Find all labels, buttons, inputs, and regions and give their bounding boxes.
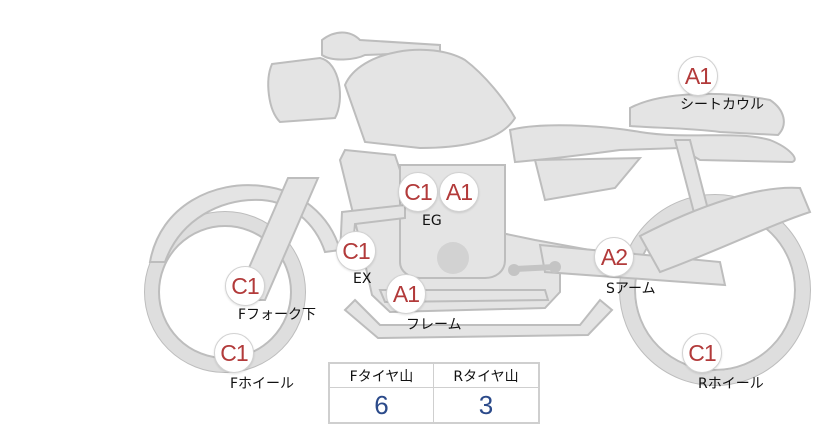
footpeg-knob-shape bbox=[508, 264, 520, 276]
rear-tire-header: Rタイヤ山 bbox=[434, 364, 538, 388]
label-eg: EG bbox=[422, 213, 442, 229]
headlight-shape bbox=[268, 58, 340, 122]
label-r-wheel: Rホイール bbox=[698, 373, 764, 393]
marker-f-wheel[interactable]: C1 bbox=[214, 333, 254, 373]
footpeg-knob-shape bbox=[549, 261, 561, 273]
label-s-arm: Sアーム bbox=[606, 278, 656, 298]
marker-frame[interactable]: A1 bbox=[386, 274, 426, 314]
rear-tire-value: 3 bbox=[434, 388, 538, 422]
tire-tread-table: Fタイヤ山 Rタイヤ山 6 3 bbox=[328, 362, 540, 424]
label-f-wheel: Fホイール bbox=[230, 373, 294, 393]
marker-eg-a[interactable]: A1 bbox=[439, 172, 479, 212]
marker-f-fork[interactable]: C1 bbox=[225, 266, 265, 306]
front-tire-header: Fタイヤ山 bbox=[330, 364, 434, 388]
engine-cover-shape bbox=[437, 242, 469, 274]
marker-eg-c[interactable]: C1 bbox=[398, 172, 438, 212]
marker-r-wheel[interactable]: C1 bbox=[682, 333, 722, 373]
label-ex: EX bbox=[353, 271, 371, 287]
label-f-fork: Fフォーク下 bbox=[238, 304, 316, 324]
footpeg-shape bbox=[515, 267, 555, 269]
marker-s-arm[interactable]: A2 bbox=[594, 237, 634, 277]
marker-seat-cowl[interactable]: A1 bbox=[678, 56, 718, 96]
marker-ex[interactable]: C1 bbox=[336, 231, 376, 271]
label-seat-cowl: シートカウル bbox=[680, 94, 764, 114]
side-panel-shape bbox=[535, 158, 640, 200]
front-tire-value: 6 bbox=[330, 388, 434, 422]
label-frame: フレーム bbox=[406, 314, 462, 334]
fuel-tank-shape bbox=[345, 50, 515, 148]
